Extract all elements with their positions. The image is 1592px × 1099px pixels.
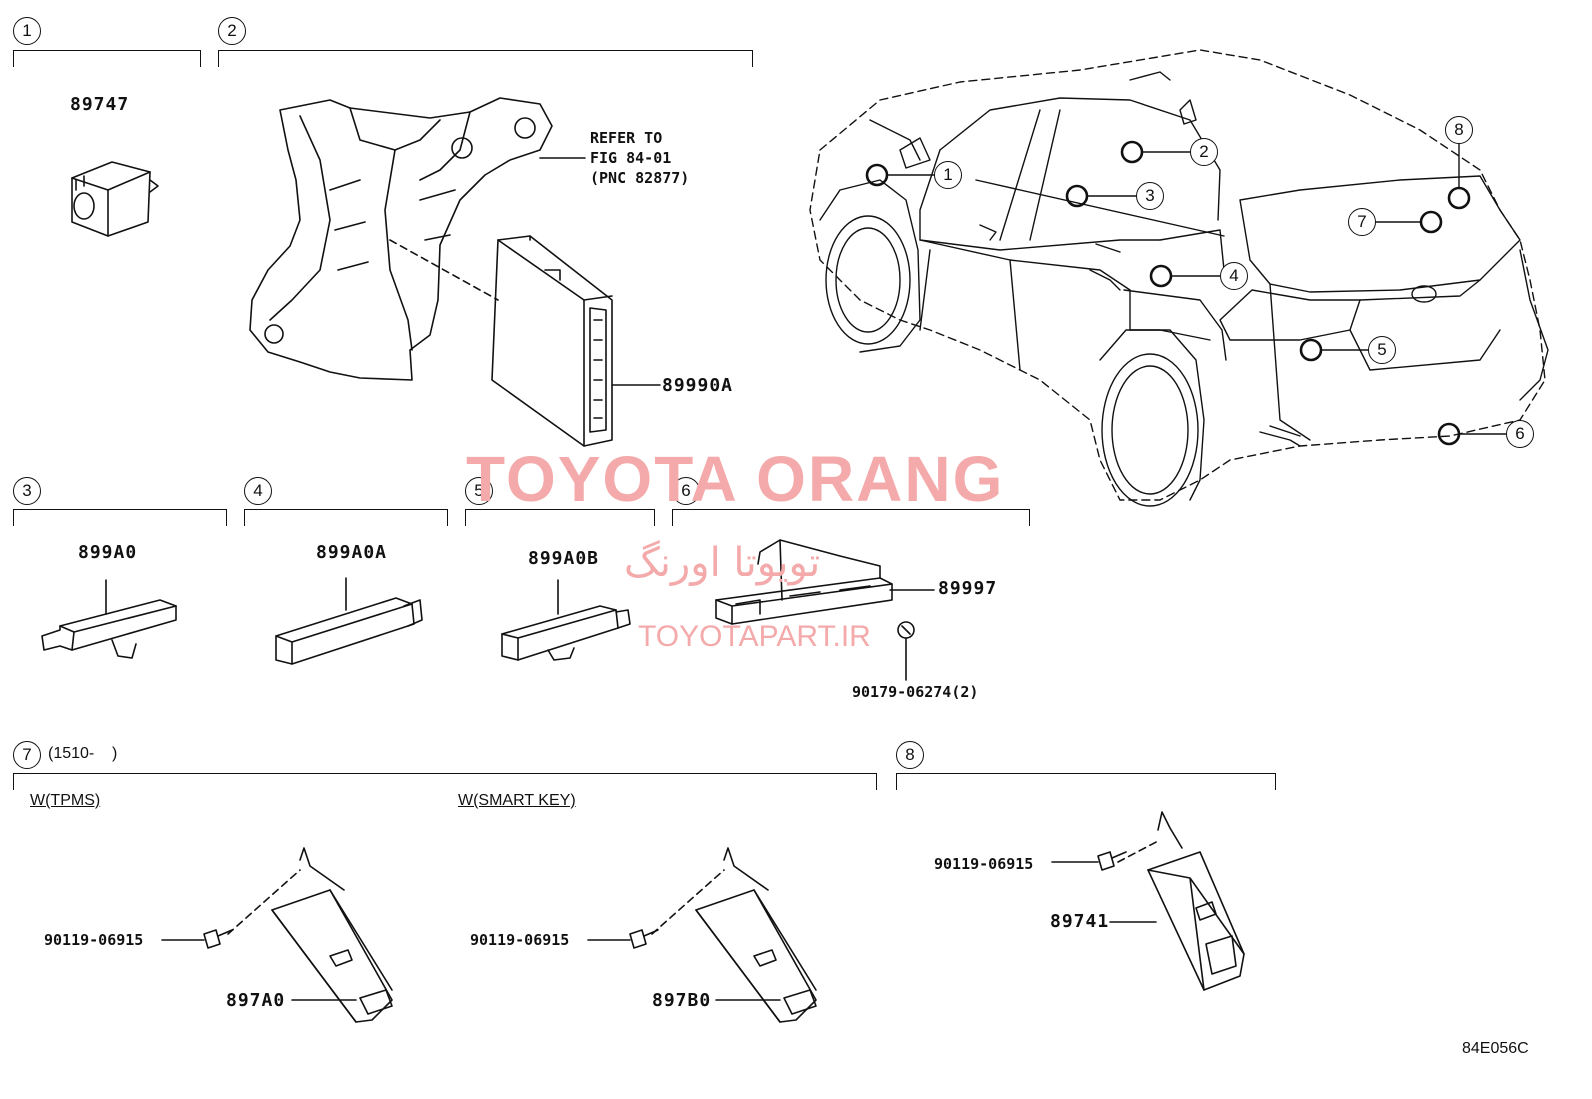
group-6-bracket	[672, 509, 1030, 526]
part-90119-bolt-a-drawing	[161, 929, 233, 949]
vehicle-callout-2: 2	[1190, 138, 1218, 166]
condition-smart-key: W(SMART KEY)	[458, 792, 576, 809]
part-label-897A0: 897A0	[226, 990, 286, 1011]
group-3-number: 3	[13, 477, 41, 505]
part-897B0-drawing	[651, 847, 817, 1023]
part-89747-drawing	[71, 161, 159, 237]
group-1-number: 1	[13, 17, 41, 45]
group-7-date-range: (1510- )	[48, 745, 118, 762]
part-90119-bolt-b-drawing	[587, 929, 659, 949]
vehicle-callout-3: 3	[1136, 182, 1164, 210]
watermark-url: TOYOTAPART.IR	[638, 620, 871, 653]
group-3-bracket	[13, 509, 227, 526]
part-label-899A0: 899A0	[78, 542, 138, 563]
vehicle-callout-1: 1	[934, 161, 962, 189]
vehicle-callout-4: 4	[1220, 262, 1248, 290]
figure-code: 84E056C	[1462, 1040, 1529, 1057]
vehicle-callout-markers	[865, 140, 1471, 446]
part-899A0-drawing	[41, 579, 177, 659]
part-label-89741: 89741	[1050, 911, 1110, 932]
part-899A0A-drawing	[275, 577, 423, 665]
part-90179-drawing	[897, 621, 915, 681]
part-label-89990A: 89990A	[662, 375, 734, 396]
vehicle-callout-7: 7	[1348, 208, 1376, 236]
part-label-90119-06915-tpms: 90119-06915	[44, 931, 144, 949]
refer-note: REFER TO FIG 84-01 (PNC 82877)	[590, 129, 690, 187]
vehicle-callout-8: 8	[1445, 116, 1473, 144]
part-899A0B-drawing	[501, 579, 631, 661]
condition-tpms: W(TPMS)	[30, 792, 101, 809]
part-label-899A0B: 899A0B	[528, 548, 600, 569]
part-89741-drawing	[1051, 811, 1245, 991]
vehicle-callout-6: 6	[1506, 420, 1534, 448]
vehicle-callout-5: 5	[1368, 336, 1396, 364]
group-4-number: 4	[244, 477, 272, 505]
part-label-899A0A: 899A0A	[316, 542, 388, 563]
group-6-number: 6	[672, 477, 700, 505]
part-label-90119-06915-group8: 90119-06915	[934, 855, 1034, 873]
part-label-89747: 89747	[70, 94, 130, 115]
part-89990A-ecu-drawing	[491, 235, 613, 447]
group-5-number: 5	[465, 477, 493, 505]
part-label-897B0: 897B0	[652, 990, 712, 1011]
group-4-bracket	[244, 509, 448, 526]
group-2-bracket	[218, 50, 753, 67]
group-8-bracket	[896, 773, 1276, 790]
vehicle-wheels-drawing	[819, 179, 1205, 507]
watermark-main: TOYOTA ORANG	[466, 443, 1005, 515]
part-label-90119-06915-smart-key: 90119-06915	[470, 931, 570, 949]
group-1-bracket	[13, 50, 201, 67]
part-89990A-bracket-drawing	[249, 97, 553, 381]
part-label-89997: 89997	[938, 578, 998, 599]
group-7-number: 7	[13, 741, 41, 769]
vehicle-outline-drawing	[809, 49, 1546, 501]
vehicle-callout-leaders	[886, 143, 1507, 435]
watermark-persian: تویوتا اورنگ	[624, 540, 821, 586]
group-8-number: 8	[896, 741, 924, 769]
group-7-bracket	[13, 773, 877, 790]
group-5-bracket	[465, 509, 655, 526]
part-label-90179-06274: 90179-06274(2)	[852, 683, 979, 701]
part-89997-drawing	[715, 539, 935, 625]
group-2-number: 2	[218, 17, 246, 45]
part-897A0-drawing	[227, 847, 393, 1023]
